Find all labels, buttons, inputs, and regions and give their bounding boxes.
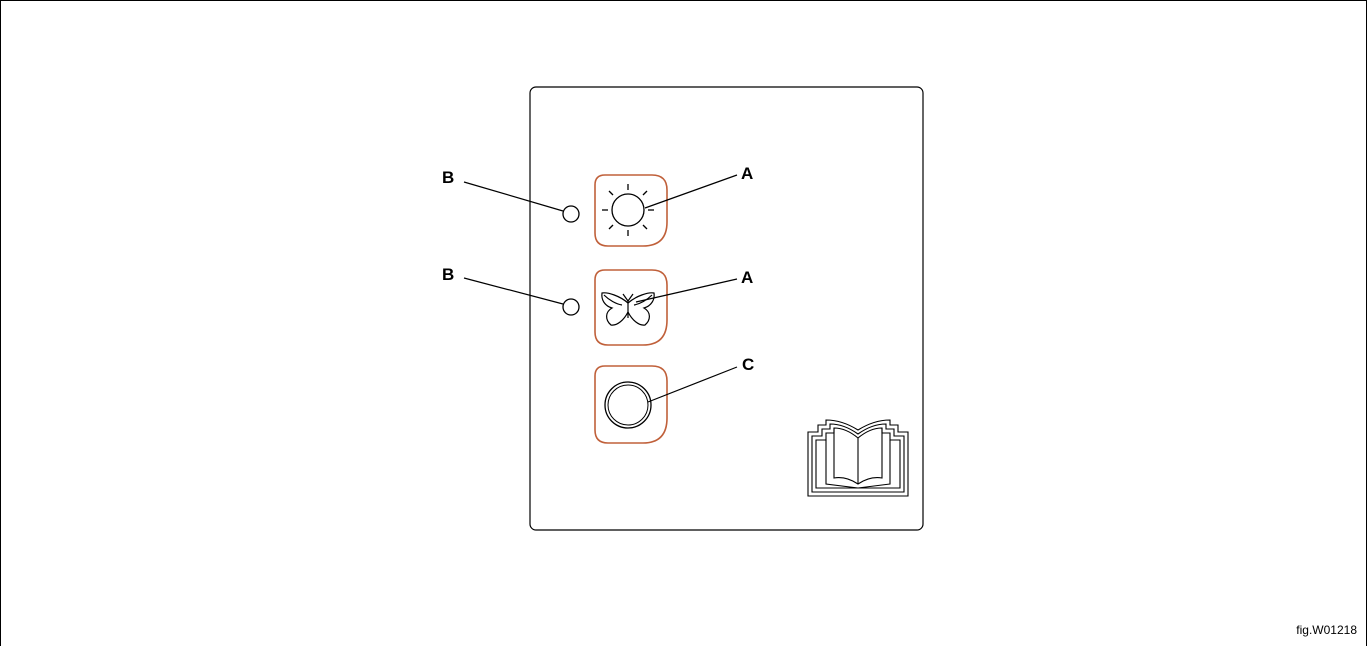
start-button-outline: [594, 365, 668, 444]
figure-reference: fig.W01218: [1296, 623, 1357, 637]
leader-line-b-middle: [463, 277, 564, 305]
indicator-led-middle: [562, 298, 580, 316]
leader-line-b-top: [463, 181, 564, 212]
leader-line-a-middle: [635, 278, 738, 303]
circle-icon: [604, 381, 652, 429]
callout-label-b-middle: B: [442, 265, 455, 284]
leader-lines: [463, 174, 738, 403]
indicator-led-top: [562, 205, 580, 223]
delicate-button-outline: [594, 269, 668, 346]
callout-label-b-top: B: [442, 168, 455, 187]
heat-button[interactable]: [594, 174, 668, 247]
leader-line-c: [647, 366, 738, 403]
callout-label-a-top: A: [741, 164, 754, 183]
start-button[interactable]: [594, 365, 668, 444]
control-panel: [529, 86, 924, 531]
leader-line-a-top: [644, 174, 738, 209]
sun-icon: [602, 184, 654, 236]
delicate-button[interactable]: [594, 269, 668, 346]
heat-button-outline: [594, 174, 668, 247]
butterfly-icon: [601, 292, 655, 326]
callout-label-a-middle: A: [741, 268, 754, 287]
callout-label-c: C: [742, 355, 755, 374]
open-book-icon: [807, 419, 909, 497]
